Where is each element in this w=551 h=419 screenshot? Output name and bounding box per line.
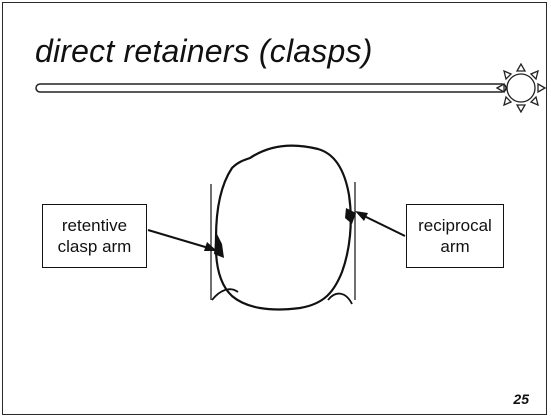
title-rule <box>35 83 507 93</box>
reciprocal-arm-tip <box>345 208 356 224</box>
slide-title: direct retainers (clasps) <box>35 33 373 69</box>
reciprocal-pointer-arrow <box>355 211 406 237</box>
retentive-clasp-arm-label: retentive clasp arm <box>42 204 147 268</box>
retentive-label-line2: clasp arm <box>57 237 132 256</box>
tooth-outline <box>214 144 352 311</box>
retentive-pointer-arrow <box>147 229 217 251</box>
gingiva-right <box>327 292 353 305</box>
sun-icon <box>495 62 547 114</box>
reciprocal-label-line2: arm <box>440 237 470 256</box>
reciprocal-arm-label: reciprocal arm <box>406 204 504 268</box>
gingiva-left <box>211 288 239 301</box>
retentive-clasp-tip <box>214 232 224 258</box>
reciprocal-label-line1: reciprocal <box>418 216 492 235</box>
retentive-label-line1: retentive <box>61 216 128 235</box>
page-number: 25 <box>513 391 529 407</box>
